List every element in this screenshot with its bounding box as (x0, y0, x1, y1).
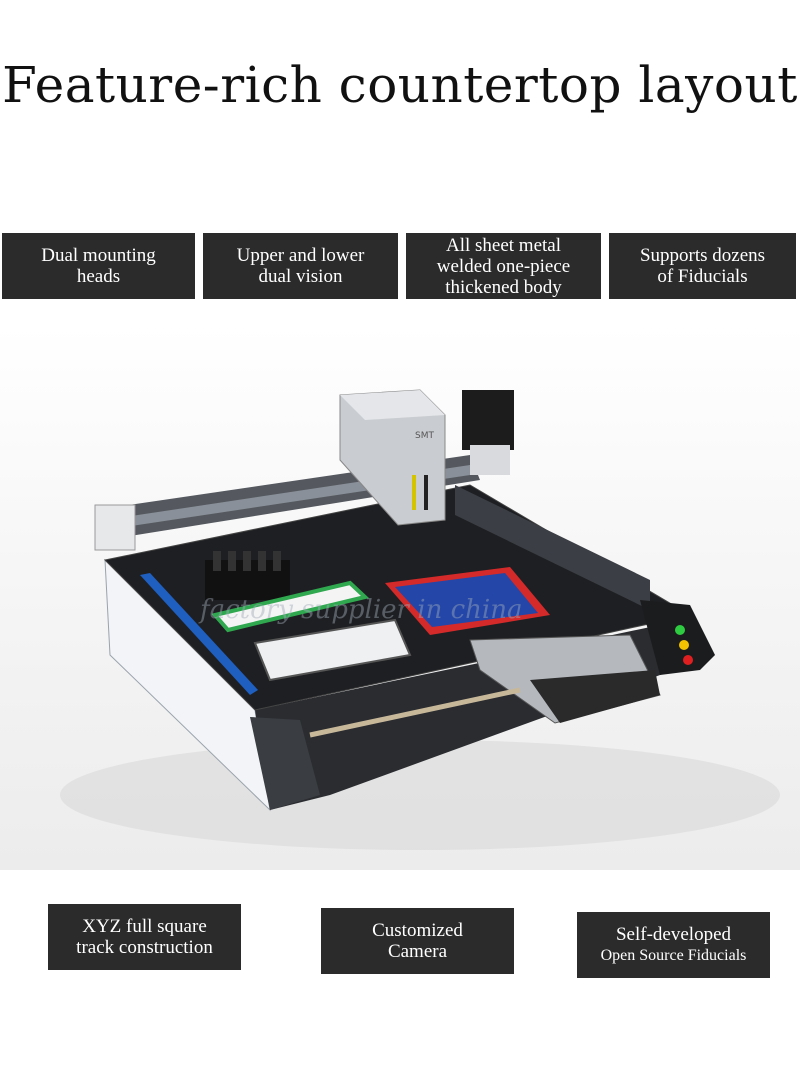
control-panel (640, 600, 715, 675)
page-title: Feature-rich countertop layout (2, 56, 798, 114)
badge-line: Upper and lower (236, 245, 365, 266)
status-led-green (675, 625, 685, 635)
front-linear-rod (309, 687, 521, 738)
waffle-tray (253, 618, 412, 682)
pick-and-place-machine-illustration: SMT (60, 389, 780, 850)
badge-line: Customized (372, 920, 463, 941)
stepper-motor (462, 390, 514, 450)
badge-line: XYZ full square (82, 916, 207, 937)
component-tray-green (211, 580, 370, 633)
head-indicator-dark (424, 475, 428, 510)
mounting-head-top (340, 390, 445, 420)
head-indicator-yellow (412, 475, 416, 510)
badge-line: Supports dozens (639, 245, 766, 266)
nozzle (258, 551, 266, 571)
nozzle (273, 551, 281, 571)
badge-line: thickened body (445, 276, 562, 298)
badge-line: All sheet metal (445, 234, 562, 256)
badge-line: welded one-piece (436, 255, 571, 277)
status-led-yellow (679, 640, 689, 650)
badge-line: of Fiducials (657, 266, 748, 287)
front-corner-block (250, 717, 320, 810)
nozzle (243, 551, 251, 571)
right-rail-housing (455, 485, 650, 610)
watermark-text: factory supplier in china (200, 595, 523, 625)
nozzle (228, 551, 236, 571)
machine-photo: SMT (0, 325, 800, 870)
badge-line: heads (76, 266, 121, 287)
status-led-red (683, 655, 693, 665)
rail-blue-left (140, 573, 258, 695)
badge-line: track construction (76, 937, 213, 958)
motor-mount (470, 445, 510, 475)
gantry-end-block (94, 504, 136, 551)
badge-line: Open Source Fiducials (600, 947, 747, 964)
nozzle (213, 551, 221, 571)
badge-line: dual vision (258, 266, 343, 287)
badge-line: Camera (387, 941, 448, 962)
badge-line: Self-developed (615, 924, 731, 945)
head-logo: SMT (415, 431, 434, 441)
feeder-base (530, 670, 660, 723)
badge-line: Dual mounting (41, 245, 156, 266)
pcb-board (395, 573, 538, 627)
